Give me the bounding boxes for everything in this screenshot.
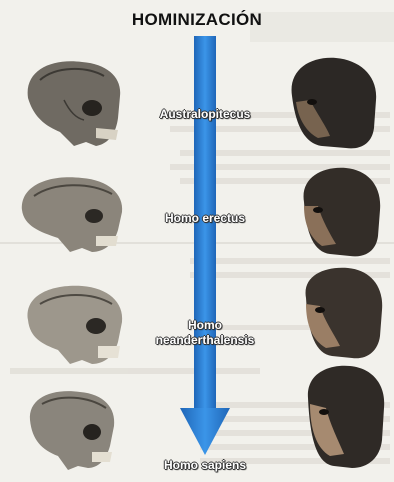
page-title: HOMINIZACIÓN: [0, 10, 394, 30]
face-homo-sapiens: [308, 366, 384, 468]
stage-label-homo-sapiens: Homo sapiens: [130, 458, 280, 473]
stage-label-homo-neanderthalensis: Homo neanderthalensis: [130, 318, 280, 348]
stage-label-australopitecus: Australopitecus: [130, 107, 280, 122]
face-australopithecus: [292, 58, 377, 149]
face-homo-neanderthalensis: [306, 268, 383, 359]
stage-label-homo-erectus: Homo erectus: [130, 211, 280, 226]
face-homo-erectus: [304, 168, 381, 257]
